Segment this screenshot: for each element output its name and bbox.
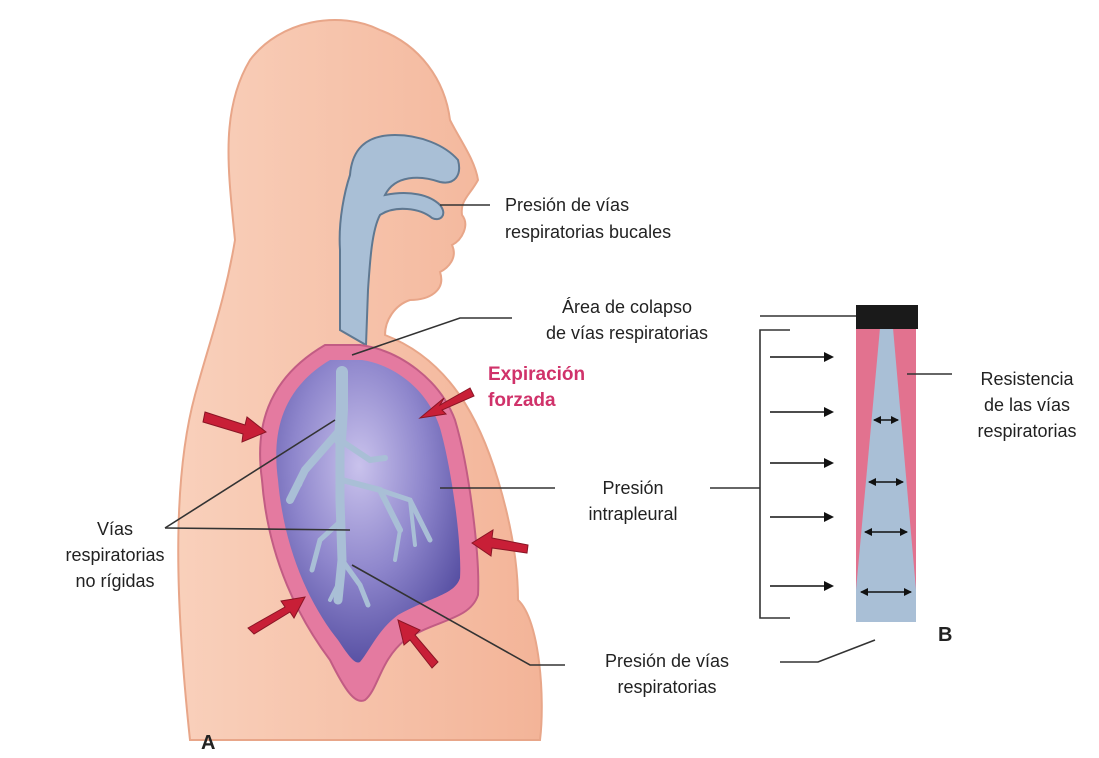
- collapse-area-label-line1: Área de colapso: [562, 297, 692, 317]
- mouth-pressure-label-line1: Presión de vías: [505, 195, 629, 215]
- collapse-cap: [856, 305, 918, 329]
- intrapleural-pressure-label-line1: Presión: [602, 478, 663, 498]
- panel-label-b: B: [938, 624, 952, 646]
- airway-pressure-label-line2: respiratorias: [617, 677, 716, 697]
- intrapleural-pressure-label-line2: intrapleural: [588, 504, 677, 524]
- panel-b: [710, 305, 952, 662]
- forced-expiration-label-line1: Expiración: [488, 364, 585, 385]
- forced-expiration-label-line2: forzada: [488, 390, 556, 411]
- mouth-pressure-label-line2: respiratorias bucales: [505, 222, 671, 242]
- airway-pressure-label-line1: Presión de vías: [605, 651, 729, 671]
- collapse-area-label-line2: de vías respiratorias: [546, 323, 708, 343]
- nonrigid-airways-label-line2: respiratorias: [65, 545, 164, 565]
- nonrigid-airways-label-line3: no rígidas: [75, 571, 154, 591]
- airway-resistance-label-line3: respiratorias: [977, 421, 1076, 441]
- nonrigid-airways-label-line1: Vías: [97, 519, 133, 539]
- airway-resistance-label-line1: Resistencia: [980, 369, 1074, 389]
- airway-resistance-label-line2: de las vías: [984, 395, 1070, 415]
- panel-label-a: A: [201, 732, 215, 754]
